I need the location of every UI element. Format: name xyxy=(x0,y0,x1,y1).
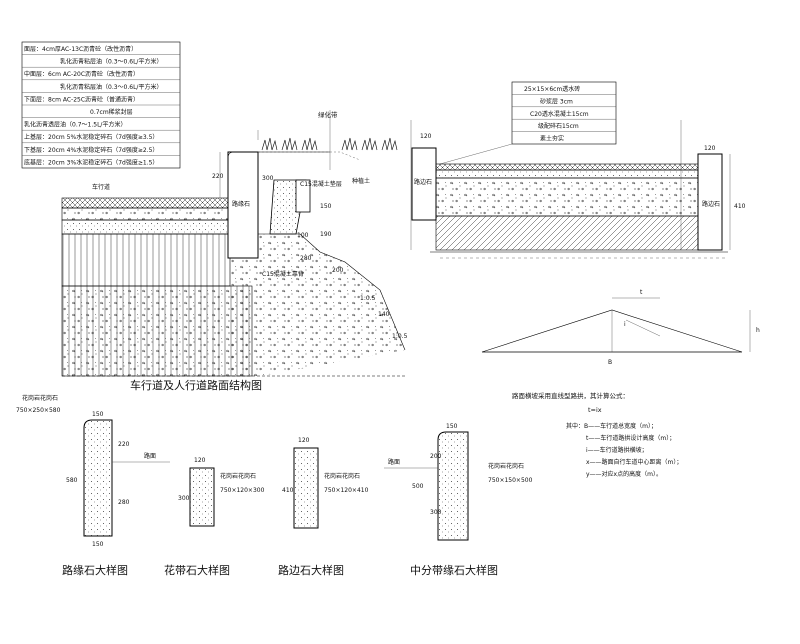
curb-stone2-label: 路边石 xyxy=(702,200,720,208)
detail-road: 路面 xyxy=(144,452,156,460)
detail-w-bot: 150 xyxy=(92,541,104,548)
pavement-cross-section: 绿化带 车行道 路缘石 种植土 C15混凝土垫层 C15混凝土靠背 220 30… xyxy=(61,110,408,392)
detail-w: 150 xyxy=(92,411,104,418)
crown-formula: t=ix xyxy=(588,406,602,414)
section-title: 车行道及人行道路面结构图 xyxy=(130,378,262,392)
dim-280: 280 xyxy=(300,255,312,262)
detail-flower-stone: 120 300 花岗岩花岗石 750×120×300 花带石大样图 xyxy=(164,457,265,577)
detail-road: 路面 xyxy=(388,458,400,466)
legend-line: 乳化沥青透层油（0.7～1.5L/平方米） xyxy=(24,121,126,129)
detail-title: 路缘石大样图 xyxy=(62,563,128,577)
detail-h: 410 xyxy=(282,487,294,494)
detail-h-top: 200 xyxy=(430,453,442,460)
detail-title: 中分带缘石大样图 xyxy=(410,563,498,577)
detail-median-curb: 150 200 300 500 路面 花岗岩花岗石 750×150×500 中分… xyxy=(384,423,533,577)
legend-line: 下面层：8cm AC-25C沥青砼（普通沥青） xyxy=(24,95,139,103)
legend-line: 面层：4cm厚AC-13C沥青砼（改性沥青） xyxy=(24,45,137,53)
walk-layer-label: C20透水混凝土15cm xyxy=(530,110,589,118)
detail-h-bot: 280 xyxy=(118,499,130,506)
detail-w: 120 xyxy=(298,437,310,444)
detail-edge-stone: 120 410 花岗岩花岗石 750×120×410 路边石大样图 xyxy=(278,437,369,577)
road-crown-diagram: t h B i 路面横坡采用直线型路拱，其计算公式： t=ix 其中：B——车行… xyxy=(481,289,760,478)
detail-title: 路边石大样图 xyxy=(278,563,344,577)
legend-line: 乳化沥青粘层油（0.3～0.6L/平方米） xyxy=(60,83,162,91)
dim-410: 410 xyxy=(734,203,746,210)
detail-h: 300 xyxy=(178,495,190,502)
legend-line: 底基层：20cm 3%水泥稳定碎石（7d强度≥1.5） xyxy=(24,158,158,166)
green-belt-label: 绿化带 xyxy=(318,110,338,119)
crown-note: x——路面自行车道中心距离（m）； xyxy=(586,458,682,466)
detail-note2: 750×120×410 xyxy=(324,487,369,494)
dim-190: 190 xyxy=(320,231,332,238)
detail-note2: 750×120×300 xyxy=(220,487,265,494)
dim-120b: 120 xyxy=(704,145,716,152)
detail-note2: 750×150×500 xyxy=(488,477,533,484)
dim-120a: 120 xyxy=(420,133,432,140)
section-dimensions: 220 300 100 190 150 200 140 1:0.5 1:0.5 … xyxy=(212,130,408,340)
crown-h: h xyxy=(756,327,760,334)
concrete-note: C15混凝土靠背 xyxy=(262,270,304,278)
crown-b: B xyxy=(608,359,612,366)
legend-line: 上基层：20cm 5%水泥稳定碎石（7d强度≥3.5） xyxy=(24,133,158,141)
walk-layer-label: 25×15×6cm透水砖 xyxy=(524,85,580,93)
crown-note: 其中：B——车行道总宽度（m）； xyxy=(566,422,657,430)
edge-stone-label: 路边石 xyxy=(414,178,432,186)
detail-note1: 花岗岩花岗石 xyxy=(22,394,58,402)
dim-150: 150 xyxy=(320,203,332,210)
dim-300: 300 xyxy=(262,175,274,182)
dim-slope-a: 1:0.5 xyxy=(360,295,376,302)
detail-curb: 花岗岩花岗石 750×250×580 150 150 220 280 580 路… xyxy=(16,394,170,577)
detail-note1: 花岗岩花岗石 xyxy=(324,472,360,480)
legend-line: 0.7cm稀浆封层 xyxy=(90,108,133,116)
dim-200: 200 xyxy=(332,267,344,274)
crown-desc: 路面横坡采用直线型路拱，其计算公式： xyxy=(512,391,629,400)
walk-layer-label: 素土夯实 xyxy=(540,135,564,143)
detail-note1: 花岗岩花岗石 xyxy=(220,472,256,480)
legend-line: 乳化沥青粘层油（0.3～0.6L/平方米） xyxy=(60,58,162,66)
detail-h-total: 580 xyxy=(66,477,78,484)
crown-note: y——对应x点的高度（m）。 xyxy=(586,470,662,478)
detail-w: 150 xyxy=(446,423,458,430)
dim-220: 220 xyxy=(212,173,224,180)
walk-layer-label: 砂浆层 3cm xyxy=(540,97,573,105)
detail-h-bot: 300 xyxy=(430,509,442,516)
crown-note: i——车行道路拱横坡； xyxy=(586,446,648,454)
vehicle-lane-label: 车行道 xyxy=(92,183,110,191)
detail-h-total: 500 xyxy=(412,483,424,490)
detail-note2: 750×250×580 xyxy=(16,407,61,414)
detail-w: 120 xyxy=(194,457,206,464)
grass-icon xyxy=(261,137,398,151)
layer-legend-table: 面层：4cm厚AC-13C沥青砼（改性沥青） 乳化沥青粘层油（0.3～0.6L/… xyxy=(21,41,181,169)
legend-line: 下基层：20cm 4%水泥稳定碎石（7d强度≥2.5） xyxy=(24,146,158,154)
crown-note: t——车行道路拱设计高度（m）； xyxy=(586,434,675,442)
crown-t: t xyxy=(640,289,643,296)
crown-i: i xyxy=(624,321,626,328)
detail-note1: 花岗岩花岗石 xyxy=(488,462,524,470)
dim-slope-b: 1:0.5 xyxy=(392,333,408,340)
walk-layer-label: 级配碎石15cm xyxy=(538,122,579,130)
planter-note: C15混凝土垫层 xyxy=(300,180,342,188)
curb-stone-label: 路缘石 xyxy=(232,200,250,208)
legend-line: 中面层：6cm AC-20C沥青砼（改性沥青） xyxy=(24,70,139,78)
detail-h-top: 220 xyxy=(118,441,130,448)
sidewalk-section: 25×15×6cm透水砖 砂浆层 3cm C20透水混凝土15cm 级配碎石15… xyxy=(410,81,746,259)
detail-title: 花带石大样图 xyxy=(164,563,230,577)
dim-140: 140 xyxy=(378,311,390,318)
dim-100: 100 xyxy=(297,232,309,239)
plant-soil-label: 种植土 xyxy=(352,177,370,185)
